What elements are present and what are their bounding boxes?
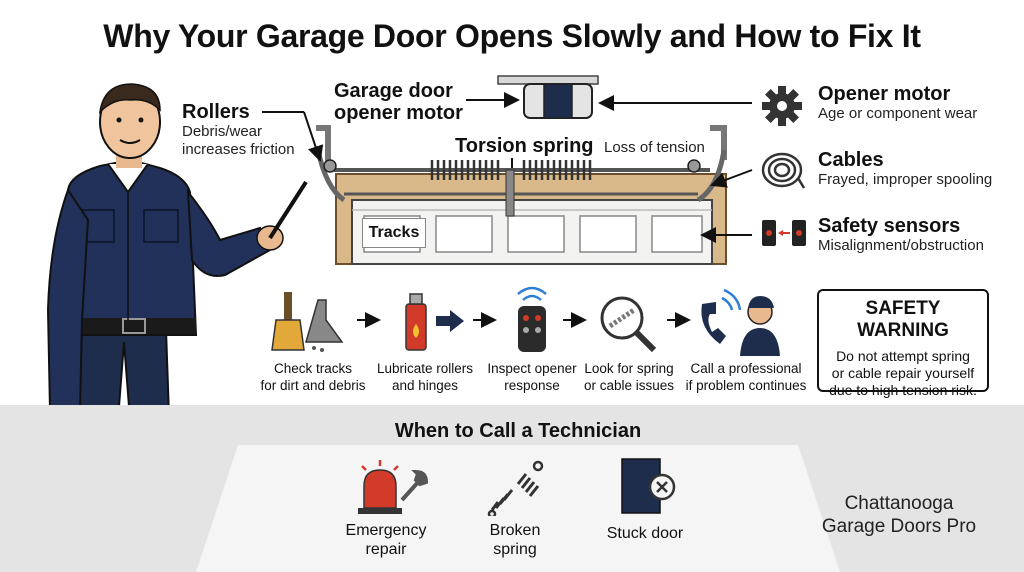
- broken-spring-icon: [487, 460, 544, 516]
- magnifier-spring-icon: [600, 296, 657, 353]
- safety-warning-title: SAFETY WARNING: [857, 298, 949, 341]
- cable-coil-icon: [761, 152, 806, 189]
- gear-icon: [762, 86, 802, 126]
- step-arrows: [357, 312, 691, 328]
- cause-opener-motor: Opener motor Age or component wear: [818, 83, 978, 122]
- torsion-spring-note: Loss of tension: [604, 139, 705, 156]
- band-panel: [196, 445, 840, 572]
- cause-safety-sensors: Safety sensors Misalignment/obstruction: [818, 215, 984, 254]
- phone-technician-icon: [701, 288, 780, 356]
- rollers-callout: Rollers Debris/wear increases friction: [182, 101, 295, 158]
- spray-can-icon: [405, 293, 464, 351]
- page-title: Why Your Garage Door Opens Slowly and Ho…: [103, 18, 921, 54]
- stuck-door-icon: [621, 458, 676, 514]
- technician-section-title: When to Call a Technician: [394, 420, 642, 442]
- safety-warning-box: SAFETY WARNING Do not attempt spring or …: [817, 289, 989, 398]
- brand-name: Chattanooga Garage Doors Pro: [821, 493, 977, 537]
- torsion-spring-label: Torsion spring: [455, 135, 594, 157]
- sensor-pair-icon: [762, 220, 806, 246]
- tech-item-stuck-door: Stuck door: [606, 525, 684, 542]
- brush-dustpan-icon: [271, 292, 344, 352]
- siren-wrench-icon: [358, 460, 428, 514]
- safety-warning-text: Do not attempt spring or cable repair yo…: [829, 348, 977, 398]
- roller: [323, 159, 337, 173]
- torsion-spring: [430, 160, 592, 180]
- remote-control-icon: [517, 286, 547, 352]
- cause-cables: Cables Frayed, improper spooling: [818, 149, 993, 188]
- tracks-label: Tracks: [368, 224, 420, 241]
- tracks-label-box: Tracks: [362, 218, 426, 248]
- motor-callout: Garage door opener motor: [334, 80, 463, 124]
